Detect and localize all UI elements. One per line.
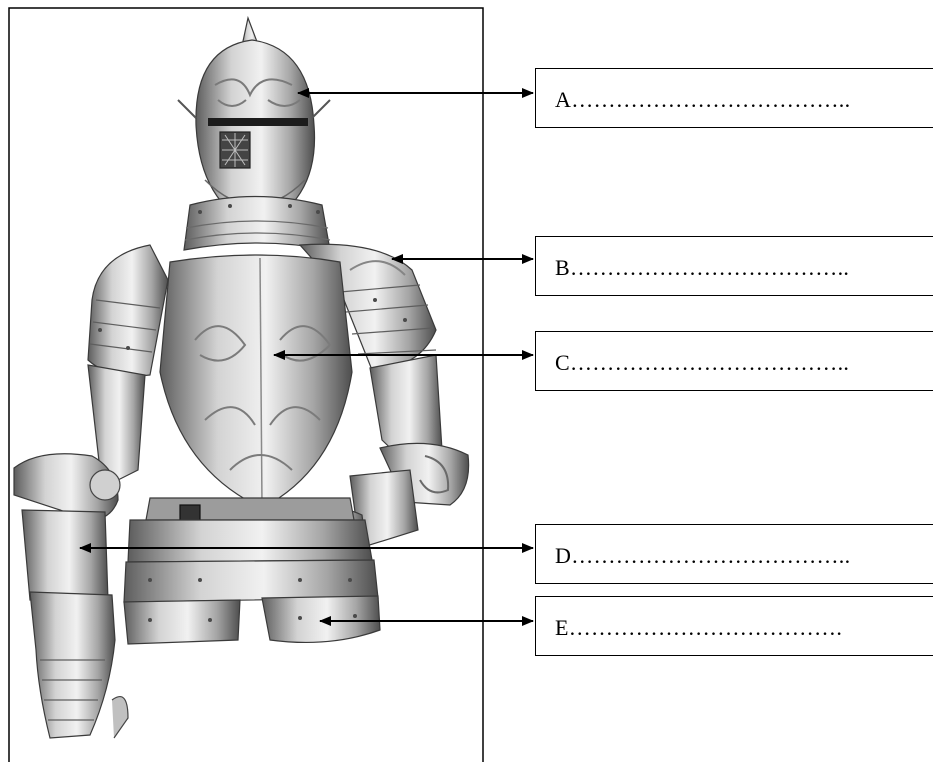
label-a-text: A……………………………….. [555,87,850,113]
label-box-a[interactable]: A……………………………….. [535,68,933,128]
label-c-text: C……………………………….. [555,350,849,376]
label-d-text: D……………………………….. [555,543,850,569]
label-box-b[interactable]: B……………………………….. [535,236,933,296]
label-box-c[interactable]: C……………………………….. [535,331,933,391]
label-b-text: B……………………………….. [555,255,849,281]
label-box-d[interactable]: D……………………………….. [535,524,933,584]
armour-suit-image [14,18,469,738]
label-e-text: E………………………………. [555,615,842,641]
label-box-e[interactable]: E………………………………. [535,596,933,656]
